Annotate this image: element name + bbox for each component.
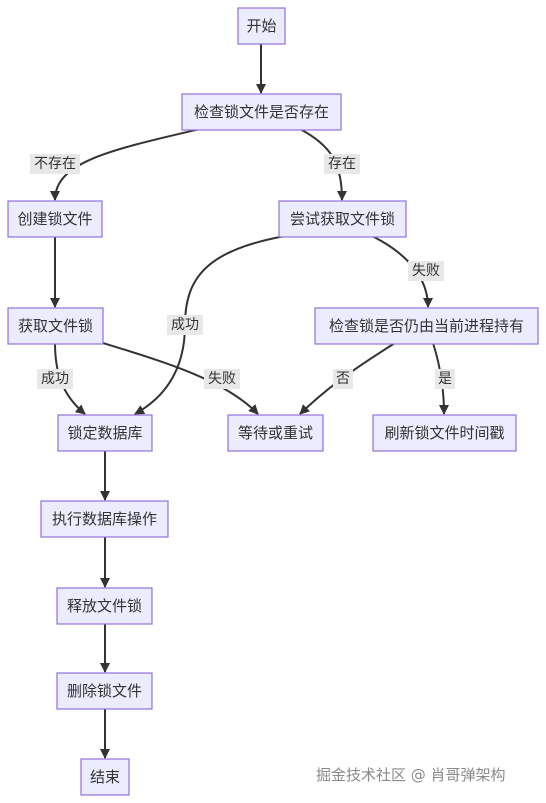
- edge-acquire-to-wait: [102, 342, 259, 415]
- edge-labels: 不存在 存在 失败 成功 成功 失败 否 是: [30, 154, 455, 389]
- node-lock-database[interactable]: 锁定数据库: [57, 414, 153, 452]
- node-start-label: 开始: [246, 17, 276, 35]
- node-try-acquire-lock[interactable]: 尝试获取文件锁: [278, 200, 407, 238]
- edges: [50, 44, 449, 759]
- edge-label-success-try: 成功: [171, 317, 199, 333]
- watermark: 掘金技术社区 @ 肖哥弹架构: [316, 766, 506, 784]
- node-try-acquire-lock-label: 尝试获取文件锁: [290, 210, 395, 228]
- node-check-lock-file[interactable]: 检查锁文件是否存在: [181, 93, 342, 131]
- edge-label-yes: 是: [438, 371, 452, 387]
- edge-label-fail-acquire: 失败: [208, 371, 236, 387]
- node-delete-lock-file-label: 删除锁文件: [67, 682, 142, 700]
- node-refresh-lock-time[interactable]: 刷新锁文件时间戳: [372, 414, 517, 452]
- node-lock-database-label: 锁定数据库: [67, 424, 142, 442]
- node-check-lock-owner-label: 检查锁是否仍由当前进程持有: [329, 317, 524, 335]
- node-create-lock-file-label: 创建锁文件: [17, 210, 92, 228]
- node-wait-or-retry-label: 等待或重试: [238, 424, 313, 442]
- nodes: 开始 检查锁文件是否存在 创建锁文件 尝试获取文件锁 获取文件锁 检查锁是否仍由…: [7, 7, 539, 796]
- node-check-lock-file-label: 检查锁文件是否存在: [194, 103, 329, 121]
- edge-label-exist: 存在: [328, 156, 356, 172]
- node-create-lock-file[interactable]: 创建锁文件: [7, 200, 103, 238]
- node-delete-lock-file[interactable]: 删除锁文件: [56, 672, 153, 710]
- node-execute-db-op-label: 执行数据库操作: [52, 510, 157, 528]
- edge-label-fail-try: 失败: [412, 263, 440, 279]
- node-release-lock-label: 释放文件锁: [67, 597, 142, 615]
- node-execute-db-op[interactable]: 执行数据库操作: [40, 500, 169, 538]
- node-acquire-lock-label: 获取文件锁: [18, 317, 93, 335]
- edge-label-no: 否: [336, 371, 350, 387]
- node-refresh-lock-time-label: 刷新锁文件时间戳: [384, 424, 504, 442]
- node-end[interactable]: 结束: [80, 758, 130, 796]
- edge-label-not-exist: 不存在: [34, 156, 76, 172]
- node-release-lock[interactable]: 释放文件锁: [56, 587, 153, 625]
- node-check-lock-owner[interactable]: 检查锁是否仍由当前进程持有: [314, 307, 539, 345]
- edge-label-success-acquire: 成功: [41, 371, 69, 387]
- node-acquire-lock[interactable]: 获取文件锁: [7, 307, 104, 345]
- edge-check-to-create: [50, 128, 201, 201]
- node-end-label: 结束: [90, 768, 120, 786]
- node-start[interactable]: 开始: [237, 7, 286, 45]
- node-wait-or-retry[interactable]: 等待或重试: [227, 414, 324, 452]
